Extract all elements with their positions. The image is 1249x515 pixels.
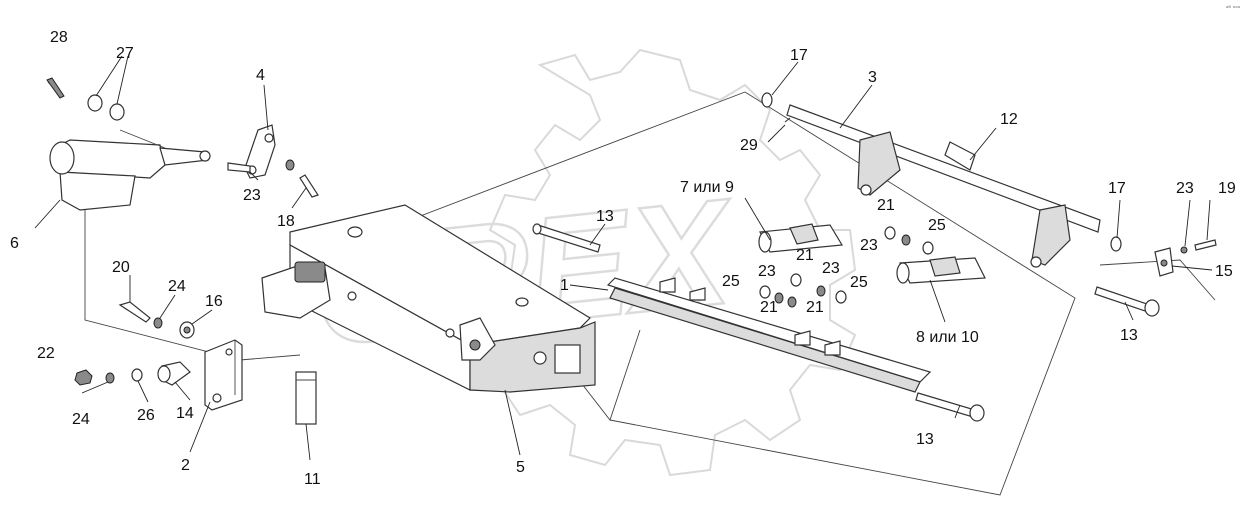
callout-16: 16 (205, 293, 223, 310)
callout-8-or-10: 8 или 10 (916, 329, 979, 346)
callout-21-b: 21 (796, 247, 814, 264)
part-11-plate (295, 371, 317, 425)
callout-23-e: 23 (1176, 180, 1194, 197)
leader-lines (34, 55, 1213, 461)
callout-21-d: 21 (806, 299, 824, 316)
part-24-washer-lower (105, 372, 115, 384)
fastener-cluster (759, 226, 934, 308)
callout-7-or-9: 7 или 9 (680, 179, 734, 196)
callout-29: 29 (740, 137, 758, 154)
assembly-line-bracket (1099, 259, 1216, 301)
part-13-pin-right (1094, 286, 1160, 317)
part-17-ring-left (761, 92, 773, 108)
callout-28: 28 (50, 29, 68, 46)
callout-labels: 28 27 4 23 18 6 20 24 16 22 24 26 14 2 1… (10, 5, 1241, 488)
callout-26: 26 (137, 407, 155, 424)
callout-12: 12 (1000, 111, 1018, 128)
callout-27: 27 (116, 45, 134, 62)
callout-13-right: 13 (1120, 327, 1138, 344)
part-3-shaft (786, 104, 1101, 268)
part-15-block (1154, 247, 1174, 277)
part-20-bolt (118, 301, 151, 323)
part-7-or-9-roller (758, 223, 844, 253)
callout-22: 22 (37, 345, 55, 362)
part-6-cylinder (49, 129, 211, 211)
callout-24-upper: 24 (168, 278, 186, 295)
callout-25-a: 25 (928, 217, 946, 234)
part-29-pin (784, 117, 791, 123)
callout-1: 1 (560, 277, 569, 294)
part-13-pin-upper (532, 223, 601, 253)
part-28-cotter-pin (46, 77, 65, 99)
callout-17-right: 17 (1108, 180, 1126, 197)
part-16-bushing (179, 321, 195, 339)
part-22-nut (74, 369, 93, 386)
callout-23-c: 23 (758, 263, 776, 280)
part-8-or-10-roller (896, 256, 986, 284)
callout-24-lower: 24 (72, 411, 90, 428)
callout-14: 14 (176, 405, 194, 422)
callout-18: 18 (277, 213, 295, 230)
part-17-ring-right (1110, 236, 1122, 252)
callout-20: 20 (112, 259, 130, 276)
part-5-frame-beam (261, 204, 596, 393)
callout-3: 3 (868, 69, 877, 86)
callout-5: 5 (516, 459, 525, 476)
part-19-bolt (1194, 239, 1217, 251)
callout-13-upper: 13 (596, 208, 614, 225)
callout-19: 19 (1218, 180, 1236, 197)
part-4-link (227, 124, 276, 179)
part-23-nut-link (285, 159, 295, 171)
part-23-nut-block (1180, 246, 1188, 254)
callout-25-b: 25 (722, 273, 740, 290)
callout-21-c: 21 (760, 299, 778, 316)
part-12-spring (944, 141, 976, 171)
part-13-pin-lower (915, 392, 985, 422)
callout-21-a: 21 (877, 197, 895, 214)
callout-23-b: 23 (860, 237, 878, 254)
part-26-washer (131, 368, 143, 382)
callout-13-lower: 13 (916, 431, 934, 448)
callout-25-c: 25 (850, 274, 868, 291)
part-24-washer-upper (153, 317, 163, 329)
callout-4: 4 (256, 67, 265, 84)
part-14-bushing (157, 361, 191, 386)
callout-11: 11 (304, 471, 321, 488)
callout-6: 6 (10, 235, 19, 252)
callout-15: 15 (1215, 263, 1233, 280)
part-2-bracket (204, 339, 243, 411)
callout-17-left: 17 (790, 47, 808, 64)
callout-2: 2 (181, 457, 190, 474)
callout-23-link: 23 (243, 187, 261, 204)
part-1-rail (606, 277, 932, 393)
assembly-line-right (609, 91, 1076, 496)
part-18-bolt (299, 174, 319, 198)
assembly-line-left (84, 170, 301, 361)
callout-23-d: 23 (822, 260, 840, 277)
corner-mark: ᵃᴮ ᵒᵒᵒ (1226, 5, 1241, 12)
